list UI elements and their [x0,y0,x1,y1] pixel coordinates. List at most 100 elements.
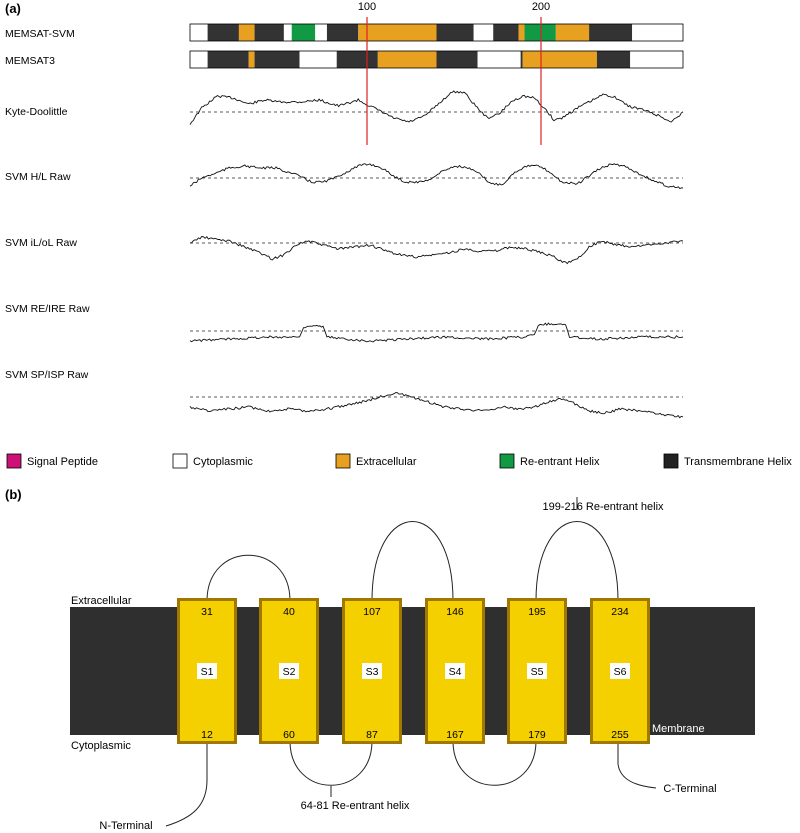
track-outline [189,23,684,42]
segment-cytoplasmic [473,24,494,41]
segment-transmembrane [493,24,519,41]
helix-bottom-residue: 87 [366,729,378,741]
helix-name-box [197,663,217,679]
loops [165,497,657,827]
marker-label-100: 100 [358,1,376,13]
segment-cytoplasmic [632,24,683,41]
membrane-band [70,607,755,735]
extracellular-side-label: Extracellular [71,595,132,607]
segment-transmembrane [207,24,239,41]
helix-top-residue: 146 [446,606,464,618]
segment-cytoplasmic [190,24,208,41]
panel-a-label: (a) [5,1,21,16]
membrane-label: Membrane [652,723,705,735]
loop-s5-s6 [535,521,619,602]
segment-transmembrane [326,24,359,41]
segment-transmembrane [207,51,249,68]
segment-cytoplasmic [283,24,292,41]
profile-label-svm-spisp: SVM SP/ISP Raw [5,369,89,381]
helix-bottom-residue: 179 [528,729,546,741]
marker-label-200: 200 [532,1,550,13]
segment-extracellular [238,24,255,41]
helix-top-residue: 234 [611,606,629,618]
segment-extracellular [248,51,255,68]
panel-b-label: (b) [5,487,22,502]
profile-label-svm-ilol: SVM iL/oL Raw [5,237,77,249]
segment-reentrant [291,24,316,41]
segment-transmembrane [596,51,631,68]
legend-label-cytoplasmic: Cytoplasmic [193,456,253,468]
segment-cytoplasmic [315,24,327,41]
profile-label-kyte-doolittle: Kyte-Doolittle [5,106,68,118]
legend-swatch-cytoplasmic [172,453,188,469]
legend-swatch-reentrant-helix [499,453,515,469]
segment-extracellular [555,24,590,41]
profile-line [189,163,684,190]
helix-s1: 31 12 S1 [177,598,237,744]
helix-name-box [527,663,547,679]
helix-name: S5 [531,666,544,678]
memsat-svm-track [189,23,684,42]
track-label-memsat3: MEMSAT3 [5,55,55,67]
helix-name-box [362,663,382,679]
cytoplasmic-side-label: Cytoplasmic [71,740,131,752]
helix-bottom-residue: 255 [611,729,629,741]
helix-bottom-residue: 12 [201,729,213,741]
profile-line [189,90,684,125]
profile-label-svm-hl: SVM H/L Raw [5,171,71,183]
profile-line [189,392,684,419]
helix-name-box [279,663,299,679]
segment-transmembrane [336,51,378,68]
segment-cytoplasmic [477,51,521,68]
segment-cytoplasmic [190,51,208,68]
legend-label-signal-peptide: Signal Peptide [27,456,98,468]
reentrant-top-annotation: 199-216 Re-entrant helix [542,501,664,513]
segment-extracellular [377,51,437,68]
loop-s2-s3 [289,740,373,786]
helix-top-residue: 31 [201,606,213,618]
loop-s3-s4 [371,521,454,602]
loop-s1-s2 [206,554,291,602]
legend-label-extracellular: Extracellular [356,456,417,468]
n-terminal-label: N-Terminal [99,820,152,832]
helix-name: S4 [449,666,462,678]
legend-label-transmembrane-helix: Transmembrane Helix [684,456,792,468]
track-label-memsat-svm: MEMSAT-SVM [5,28,75,40]
helix-s3: 107 87 S3 [342,598,402,744]
helix-name: S1 [201,666,214,678]
helix-top-residue: 107 [363,606,381,618]
helix-name-box [445,663,465,679]
segment-transmembrane [254,24,284,41]
c-terminal-label: C-Terminal [663,783,716,795]
helix-bottom-residue: 60 [283,729,295,741]
segment-extracellular [358,24,437,41]
memsat3-track [189,50,684,69]
helix-name-box [610,663,630,679]
helix-s2: 40 60 S2 [259,598,319,744]
segment-extracellular [518,24,525,41]
segment-reentrant [524,24,556,41]
segment-transmembrane [436,51,478,68]
helix-s6: 234 255 S6 [590,598,650,744]
helix-name: S3 [366,666,379,678]
helix-top-residue: 40 [283,606,295,618]
segment-transmembrane [589,24,633,41]
legend-swatch-signal-peptide [6,453,22,469]
loop-s4-s5 [452,740,537,786]
c-terminal-tail [617,741,657,789]
helix-name: S6 [614,666,627,678]
helix-name: S2 [283,666,296,678]
segment-transmembrane [436,24,474,41]
helix-s5: 195 179 S5 [507,598,567,744]
legend-swatch-extracellular [335,453,351,469]
segment-transmembrane [520,51,523,68]
helix-top-residue: 195 [528,606,546,618]
legend-swatch-transmembrane-helix [663,453,679,469]
segment-extracellular [522,51,597,68]
n-terminal-tail [165,741,208,827]
profile-label-svm-reire: SVM RE/IRE Raw [5,303,90,315]
